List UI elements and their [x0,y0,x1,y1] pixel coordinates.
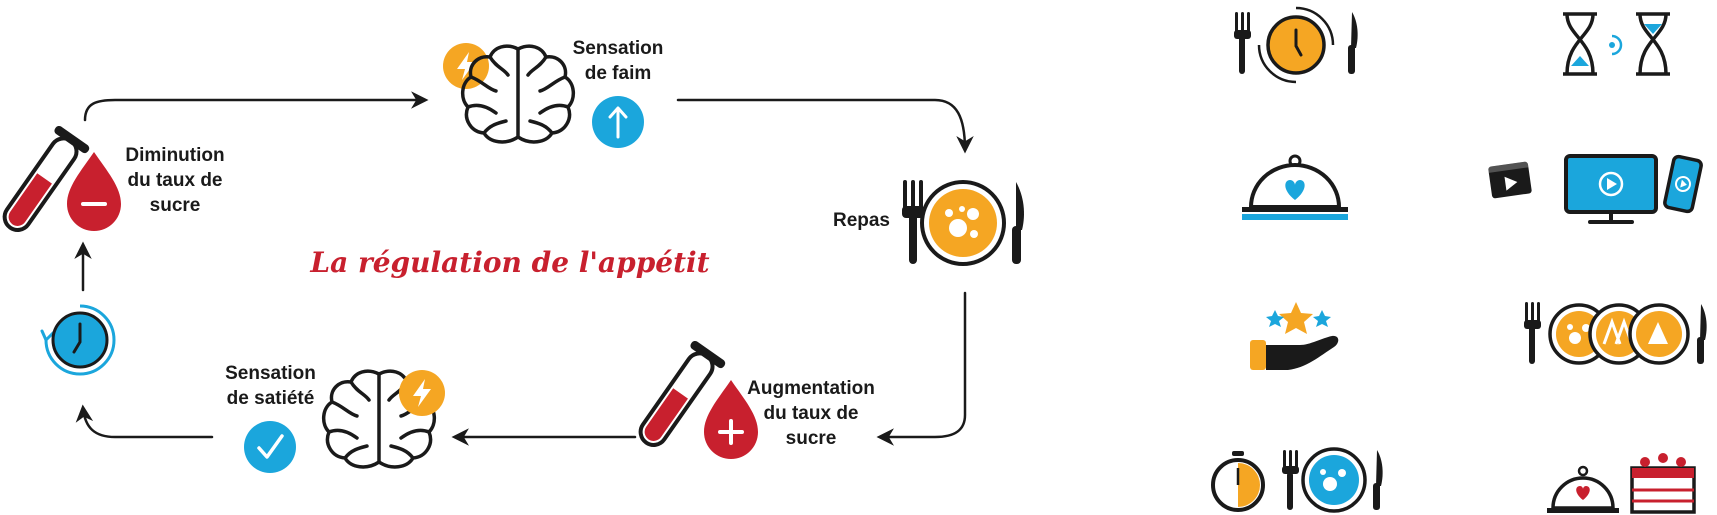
step-label-satiety: Sensation de satiété [225,363,316,409]
test-tube-icon [2,125,90,232]
step-label-meal: Repas [832,210,890,231]
plate-icon [920,180,1006,266]
check-icon [244,421,296,473]
blood-drop-plus-icon [704,380,758,459]
diagram-title: La régulation de l'appétit [310,246,710,279]
lightning-icon [443,43,489,89]
screens-icon [1487,154,1703,224]
cloche-heart-icon [1242,154,1348,220]
arrow-decrease-to-hunger [83,91,429,122]
step-label-hunger: Sensation de faim [572,38,664,84]
meal-icon [902,180,1024,266]
cutlery-three-plates-icon [1524,302,1707,365]
arrow-satiety-to-timer [75,404,214,439]
test-tube-icon [638,340,726,447]
hourglass-icon [1563,12,1670,76]
blood-drop-minus-icon [67,152,121,231]
cutlery-clock-icon [1234,6,1358,84]
step-label-decrease: Diminution du taux de sucre [125,145,225,216]
clock-refresh-icon [40,304,116,376]
step-label-increase: Augmentation du taux de sucre [747,378,875,449]
cloche-cake-icon [1547,453,1696,514]
arrow-meal-to-increase [876,291,967,446]
hand-stars-icon [1250,302,1339,370]
lightning-icon [399,370,445,416]
fork-icon [902,180,924,264]
brain-icon [461,44,575,144]
cycle-arrows [74,91,974,446]
knife-icon [1012,182,1024,264]
stopwatch-plate-icon [1211,447,1383,513]
arrow-hunger-to-meal [676,98,974,154]
arrow-up-icon [592,96,644,148]
